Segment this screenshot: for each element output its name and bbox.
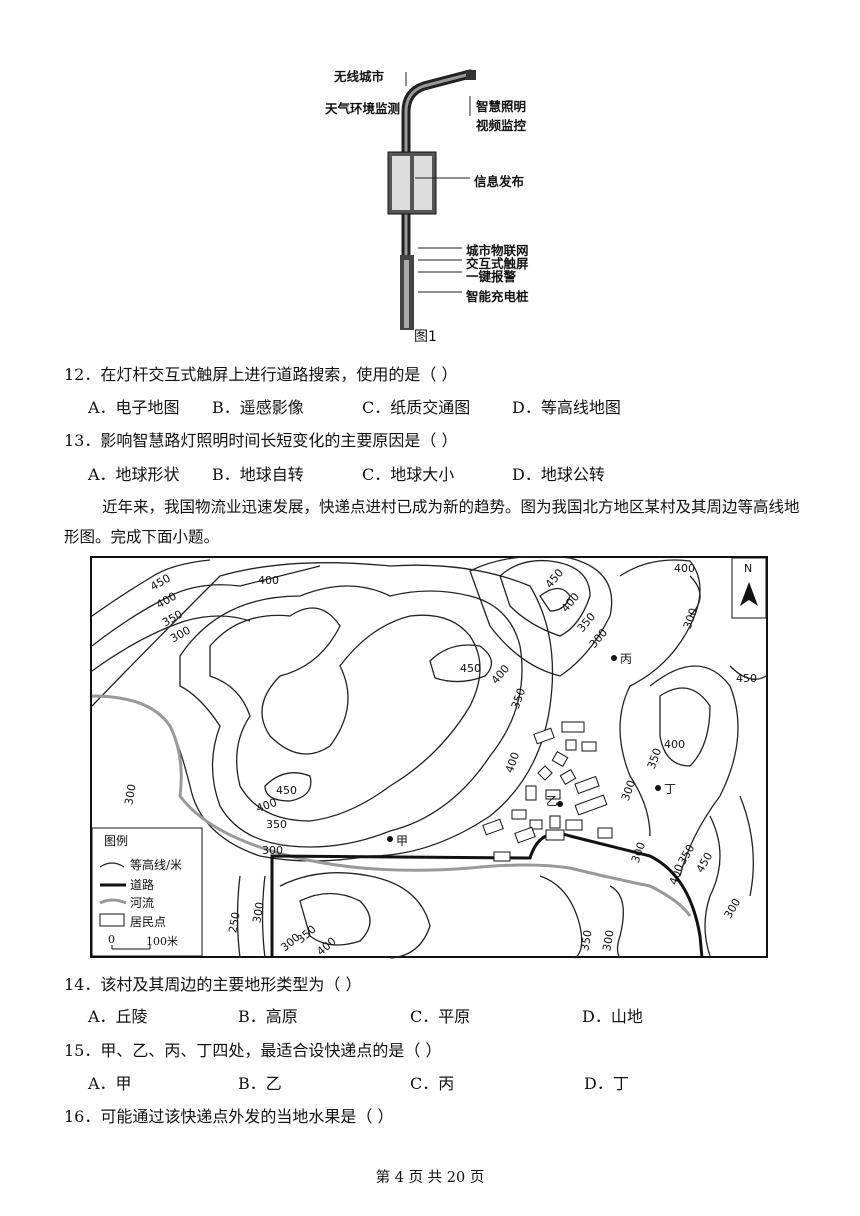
- legend-settlement: 居民点: [130, 915, 167, 929]
- contour-label: 400: [258, 574, 279, 587]
- contour-label: 300: [721, 896, 744, 921]
- scale-length: 100米: [146, 935, 178, 948]
- q13-option-d: D．地球公转: [512, 465, 605, 484]
- q14-option-b: B．高原: [238, 1007, 298, 1026]
- contour-label: 450: [736, 672, 757, 685]
- contour-map: 450 400 350 300 400 450 400 350 300 450 …: [90, 555, 770, 960]
- contour-label: 450: [693, 850, 716, 875]
- q13-option-a: A．地球形状: [88, 465, 180, 484]
- scale-zero: 0: [108, 933, 115, 946]
- q14-option-a: A．丘陵: [88, 1007, 148, 1026]
- legend-road: 道路: [130, 878, 155, 892]
- smart-lamp-illustration: [387, 69, 476, 330]
- legend-river: 河流: [130, 896, 155, 910]
- settlement-blocks: [482, 721, 613, 862]
- legend-contour: 等高线/米: [130, 858, 183, 872]
- label-weather-monitor: 天气环境监测: [325, 101, 401, 116]
- question-12-stem: 12．在灯杆交互式触屏上进行道路搜索，使用的是（ ）: [64, 365, 458, 384]
- q13-option-c: C．地球大小: [362, 465, 455, 484]
- contour-label: 300: [600, 929, 617, 952]
- q14-option-c: C．平原: [410, 1007, 471, 1026]
- contour-label: 300: [680, 606, 701, 631]
- contour-label: 450: [276, 784, 297, 797]
- contour-label: 300: [122, 783, 139, 806]
- contour-label: 350: [578, 929, 595, 952]
- figure-1-caption: 图1: [414, 329, 437, 345]
- contour-label: 350: [508, 686, 529, 711]
- contour-label: 350: [644, 746, 665, 771]
- contour-label: 300: [250, 901, 267, 924]
- label-info-release: 信息发布: [474, 174, 525, 189]
- q15-option-b: B．乙: [238, 1074, 282, 1093]
- question-14-stem: 14．该村及其周边的主要地形类型为（ ）: [64, 975, 362, 994]
- label-alarm: 一键报警: [466, 269, 517, 284]
- contour-label: 400: [674, 562, 695, 575]
- contour-label: 450: [460, 662, 481, 675]
- label-smart-lighting: 智慧照明: [476, 99, 527, 114]
- q12-option-a: A．电子地图: [88, 398, 180, 417]
- contour-label: 300: [628, 840, 649, 865]
- question-16-stem: 16．可能通过该快递点外发的当地水果是（ ）: [64, 1107, 394, 1126]
- question-13-stem: 13．影响智慧路灯照明时间长短变化的主要原因是（ ）: [64, 431, 458, 450]
- contour-label: 400: [558, 590, 583, 615]
- contour-label: 350: [266, 818, 287, 831]
- contour-label: 400: [314, 934, 339, 959]
- q12-option-d: D．等高线地图: [512, 398, 621, 417]
- place-bing: 丙: [620, 652, 633, 666]
- legend-title: 图例: [104, 834, 129, 848]
- label-iot: 城市物联网: [466, 243, 529, 258]
- contour-label: 400: [664, 738, 685, 751]
- q15-option-a: A．甲: [88, 1074, 132, 1093]
- q14-option-d: D．山地: [582, 1007, 643, 1026]
- label-touch-screen: 交互式触屏: [466, 256, 529, 271]
- contour-label: 400: [488, 662, 513, 687]
- contour-label: 350: [675, 842, 698, 867]
- passage-text: 近年来，我国物流业迅速发展，快递点进村已成为新的趋势。图为我国北方地区某村及其周…: [64, 498, 800, 546]
- contour-label: 300: [168, 623, 193, 646]
- q15-option-d: D．丁: [584, 1074, 629, 1093]
- place-ding: 丁: [664, 782, 677, 796]
- q15-option-c: C．丙: [410, 1074, 455, 1093]
- page-footer: 第 4 页 共 20 页: [375, 1170, 485, 1186]
- question-15-stem: 15．甲、乙、丙、丁四处，最适合设快递点的是（ ）: [64, 1041, 442, 1060]
- contour-label: 300: [586, 626, 611, 651]
- contour-label: 300: [618, 778, 639, 803]
- place-jia: 甲: [396, 834, 409, 848]
- contour-label: 400: [666, 862, 687, 887]
- contour-label: 400: [502, 750, 523, 775]
- label-wireless-city: 无线城市: [334, 69, 385, 84]
- q13-option-b: B．地球自转: [212, 465, 304, 484]
- label-charging: 智能充电桩: [466, 289, 529, 304]
- label-video-monitor: 视频监控: [476, 118, 527, 133]
- q12-option-c: C．纸质交通图: [362, 398, 471, 417]
- north-arrow-icon: N: [744, 562, 753, 575]
- contour-label: 250: [226, 911, 243, 934]
- contour-map-svg: [90, 555, 768, 959]
- contour-label: 300: [262, 844, 283, 857]
- place-yi: 乙: [546, 794, 559, 808]
- figure-1: [320, 60, 540, 350]
- contour-label: 400: [254, 795, 279, 816]
- contour-label: 450: [542, 566, 567, 591]
- q12-option-b: B．遥感影像: [212, 398, 304, 417]
